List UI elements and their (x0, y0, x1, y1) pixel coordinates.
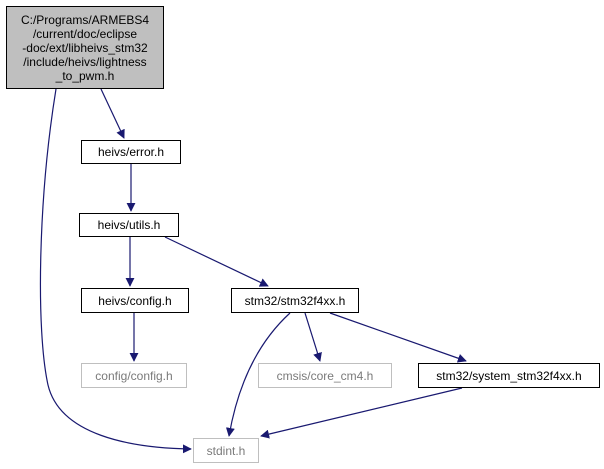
edge-root-to-stdint (39, 88, 192, 454)
edge-stm32f4xx-to-system_stm32f4xx (329, 312, 467, 363)
node-cmsis-core-cm4-h: cmsis/core_cm4.h (258, 363, 392, 388)
node-stm32-system-stm32f4xx-h[interactable]: stm32/system_stm32f4xx.h (418, 363, 600, 388)
node-label: heivs/utils.h (97, 218, 161, 232)
edge-stm32f4xx-to-stdint (225, 312, 291, 437)
node-stdint-h: stdint.h (193, 438, 259, 463)
node-label: stm32/stm32f4xx.h (244, 293, 346, 308)
edge-utils-to-stm32f4xx (164, 236, 269, 287)
node-label: heivs/error.h (97, 145, 165, 159)
node-stm32-stm32f4xx-h[interactable]: stm32/stm32f4xx.h (231, 288, 359, 313)
node-config-config-h: config/config.h (81, 363, 187, 388)
edge-system_stm32f4xx-to-stdint (260, 387, 463, 439)
node-label: heivs/config.h (98, 293, 172, 308)
node-label: stm32/system_stm32f4xx.h (436, 368, 582, 383)
node-heivs-error-h[interactable]: heivs/error.h (81, 140, 181, 164)
edge-stm32f4xx-to-core_cm4 (304, 312, 322, 362)
node-label: config/config.h (95, 368, 173, 383)
node-label: stdint.h (206, 443, 246, 458)
root-file-node: C:/Programs/ARMEBS4 /current/doc/eclipse… (6, 6, 164, 89)
edge-root-to-error (100, 88, 125, 139)
node-heivs-config-h[interactable]: heivs/config.h (81, 288, 189, 313)
node-label: cmsis/core_cm4.h (276, 368, 374, 383)
node-heivs-utils-h[interactable]: heivs/utils.h (79, 213, 179, 237)
